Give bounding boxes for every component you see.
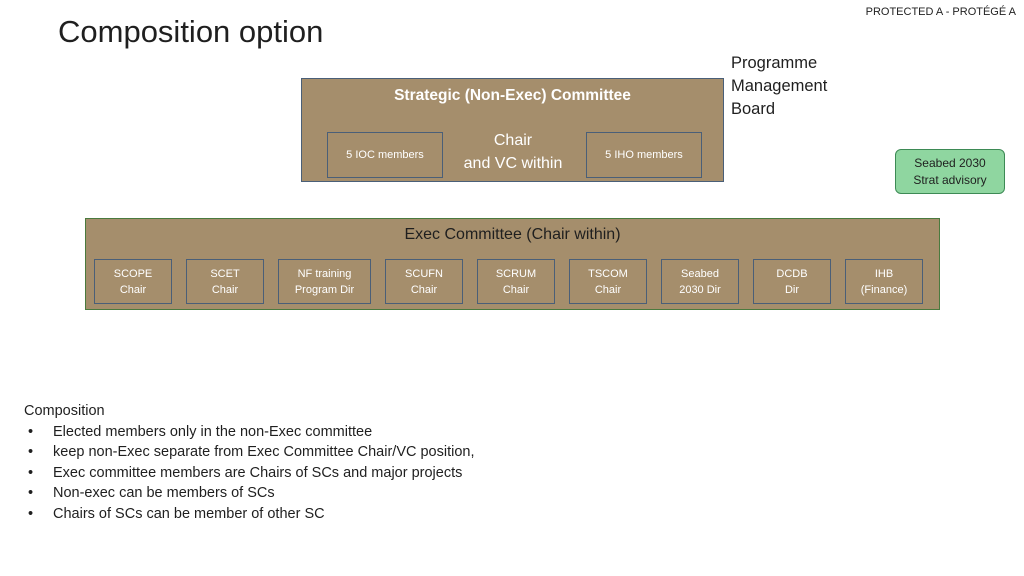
chair-vc-label: Chair and VC within: [442, 129, 584, 175]
exec-member-ihb: IHB (Finance): [845, 259, 923, 304]
exec-member-line-2: Dir: [784, 283, 800, 296]
exec-member-line-1: SCOPE: [113, 267, 153, 280]
protection-label: PROTECTED A - PROTÉGÉ A: [865, 6, 1016, 18]
composition-section: Composition Elected members only in the …: [24, 401, 475, 524]
exec-member-line-2: (Finance): [860, 283, 908, 296]
exec-member-line-2: Chair: [410, 283, 438, 296]
seabed-strat-advisory-box: Seabed 2030 Strat advisory: [895, 149, 1005, 194]
exec-member-line-1: NF training: [297, 267, 352, 280]
ioc-members-box: 5 IOC members: [327, 132, 443, 178]
programme-management-board-label: Programme Management Board: [731, 52, 851, 121]
pmb-line-2: Management: [731, 77, 828, 95]
composition-heading: Composition: [24, 403, 105, 419]
exec-member-seabed-2030: Seabed 2030 Dir: [661, 259, 739, 304]
exec-member-dcdb: DCDB Dir: [753, 259, 831, 304]
exec-member-line-1: Seabed: [681, 267, 719, 280]
exec-member-scope: SCOPE Chair: [94, 259, 172, 304]
exec-committee-box: Exec Committee (Chair within) SCOPE Chai…: [85, 218, 940, 310]
exec-member-line-2: Chair: [211, 283, 239, 296]
seabed-strat-line-2: Strat advisory: [913, 172, 987, 187]
exec-member-line-1: SCUFN: [405, 267, 443, 280]
exec-committee-title: Exec Committee (Chair within): [404, 226, 621, 243]
list-item: Non-exec can be members of SCs: [24, 483, 475, 504]
exec-member-line-2: 2030 Dir: [679, 283, 721, 296]
list-item: Chairs of SCs can be member of other SC: [24, 504, 475, 525]
exec-member-line-2: Chair: [502, 283, 530, 296]
exec-member-line-1: IHB: [874, 267, 894, 280]
pmb-line-3: Board: [731, 100, 776, 118]
pmb-line-1: Programme: [731, 54, 818, 72]
exec-member-line-1: SCRUM: [495, 267, 537, 280]
list-item: Elected members only in the non-Exec com…: [24, 422, 475, 443]
strategic-committee-title: Strategic (Non-Exec) Committee: [394, 87, 631, 104]
composition-list: Elected members only in the non-Exec com…: [24, 422, 475, 525]
iho-members-box: 5 IHO members: [586, 132, 702, 178]
exec-member-line-2: Chair: [594, 283, 622, 296]
exec-member-scufn: SCUFN Chair: [385, 259, 463, 304]
exec-member-line-1: SCET: [210, 267, 240, 280]
exec-member-line-2: Chair: [119, 283, 147, 296]
exec-member-tscom: TSCOM Chair: [569, 259, 647, 304]
list-item: Exec committee members are Chairs of SCs…: [24, 463, 475, 484]
chair-line-1: Chair: [493, 132, 533, 149]
exec-member-scrum: SCRUM Chair: [477, 259, 555, 304]
exec-member-line-2: Program Dir: [294, 283, 355, 296]
list-item: keep non-Exec separate from Exec Committ…: [24, 442, 475, 463]
page-title: Composition option: [58, 14, 324, 49]
exec-member-nf-training: NF training Program Dir: [278, 259, 371, 304]
seabed-strat-line-1: Seabed 2030: [914, 155, 986, 170]
exec-member-line-1: DCDB: [776, 267, 808, 280]
exec-member-line-1: TSCOM: [588, 267, 628, 280]
exec-member-scet: SCET Chair: [186, 259, 264, 304]
strategic-committee-box: Strategic (Non-Exec) Committee 5 IOC mem…: [301, 78, 724, 182]
chair-line-2: and VC within: [463, 155, 563, 172]
